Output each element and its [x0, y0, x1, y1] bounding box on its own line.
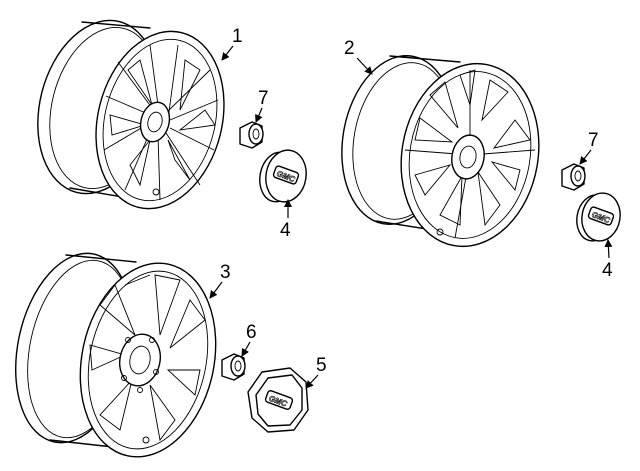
lug-nut-6 — [221, 353, 246, 381]
callout-1: 1 — [232, 26, 243, 47]
callout-5: 5 — [316, 355, 327, 376]
wheel-2 — [341, 55, 540, 248]
callout-4a: 4 — [280, 220, 291, 241]
lug-nut-7a — [239, 121, 264, 149]
lug-nut-7b — [561, 163, 586, 191]
wheel-3 — [15, 252, 217, 458]
center-cap-4b: GMC — [576, 192, 621, 242]
center-cap-4a: GMC — [259, 149, 307, 203]
wheel-1 — [37, 19, 225, 210]
callout-4b: 4 — [602, 260, 613, 281]
callout-7a: 7 — [258, 88, 269, 109]
callout-2: 2 — [344, 38, 355, 59]
callout-leaders — [209, 45, 613, 389]
callout-6: 6 — [246, 322, 257, 343]
callout-3: 3 — [220, 262, 231, 283]
center-cap-5: GMC — [247, 367, 309, 433]
callout-7b: 7 — [588, 130, 599, 151]
